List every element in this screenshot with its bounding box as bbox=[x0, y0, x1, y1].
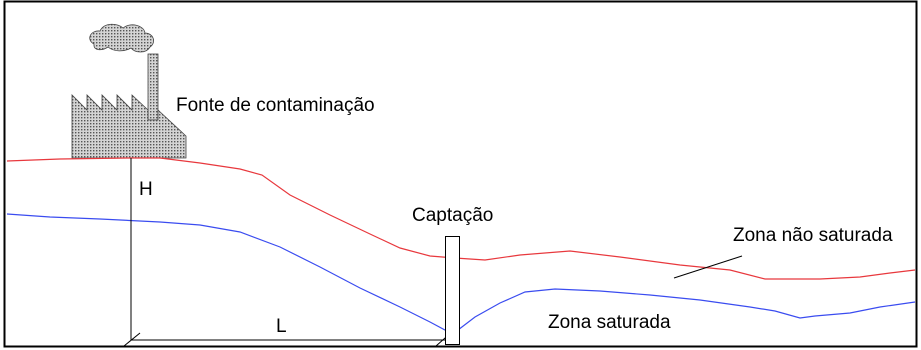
well-rectangle bbox=[445, 236, 460, 345]
factory-with-smoke-icon bbox=[71, 23, 187, 159]
l-left-tick bbox=[123, 332, 141, 347]
water-table-line bbox=[6, 213, 916, 331]
unsaturated-zone-pointer bbox=[673, 255, 743, 279]
unsaturated-zone-label: Zona não saturada bbox=[733, 225, 893, 246]
diagram-frame bbox=[3, 0, 918, 348]
saturated-zone-label: Zona saturada bbox=[548, 312, 671, 333]
source-label: Fonte de contaminação bbox=[176, 95, 375, 116]
ground-surface-line bbox=[6, 157, 916, 280]
l-label: L bbox=[276, 316, 287, 337]
well-label: Captação bbox=[412, 205, 493, 226]
h-label: H bbox=[139, 179, 153, 200]
